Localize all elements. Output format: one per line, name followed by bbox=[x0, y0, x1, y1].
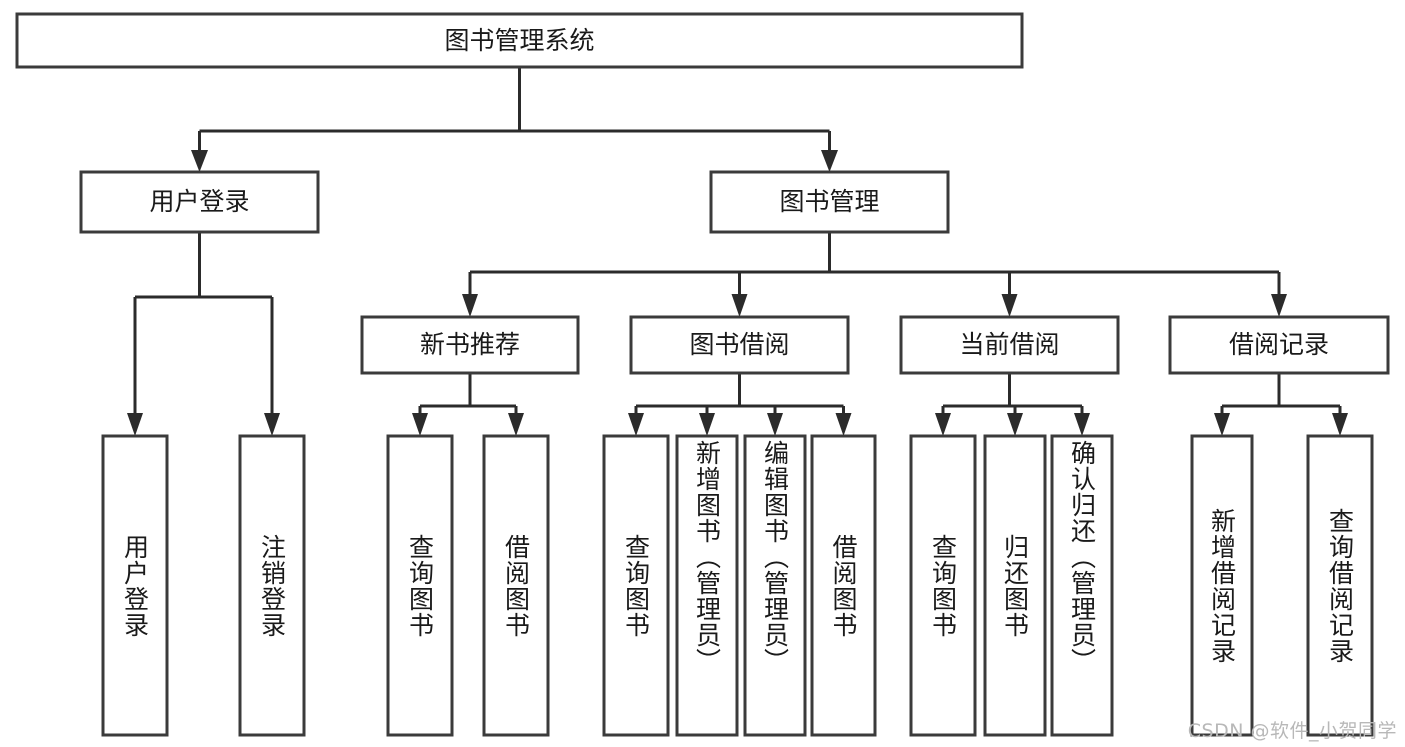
csdn-watermark: CSDN @软件_小贺同学 bbox=[1187, 720, 1397, 742]
arrow-leaf-logout bbox=[264, 413, 280, 436]
arrow-leaf-query-borrow-record bbox=[1332, 413, 1348, 436]
new-book-recommend-label: 新书推荐 bbox=[420, 330, 520, 359]
leaf-borrow-book-recommend-box[interactable] bbox=[482, 434, 550, 737]
book-borrow-label: 图书借阅 bbox=[689, 330, 789, 359]
arrow-leaf-borrow-book-recommend bbox=[508, 413, 524, 436]
borrow-records-label: 借阅记录 bbox=[1229, 330, 1329, 359]
book-management-box bbox=[709, 170, 950, 234]
leaf-query-book-borrow-box[interactable] bbox=[602, 434, 670, 737]
arrow-leaf-query-book-borrow bbox=[628, 413, 644, 436]
leaf-user-login-box[interactable] bbox=[101, 434, 169, 737]
arrow-leaf-edit-book-admin bbox=[767, 413, 783, 436]
leaf-confirm-return-admin-box[interactable] bbox=[1050, 434, 1114, 737]
leaf-return-book-box[interactable] bbox=[983, 434, 1047, 737]
root-box bbox=[15, 12, 1024, 69]
node-book-borrow[interactable]: 图书借阅 bbox=[629, 315, 850, 375]
node-book-management[interactable]: 图书管理 bbox=[709, 170, 950, 234]
node-new-book-recommend[interactable]: 新书推荐 bbox=[360, 315, 580, 375]
leaf-add-borrow-record-box[interactable] bbox=[1190, 434, 1254, 737]
node-current-borrow[interactable]: 当前借阅 bbox=[899, 315, 1120, 375]
current-borrow-label: 当前借阅 bbox=[959, 330, 1059, 359]
arrow-borrow-records bbox=[1271, 294, 1287, 317]
user-login-label: 用户登录 bbox=[149, 187, 249, 216]
leaf-query-book-recommend-box[interactable] bbox=[386, 434, 454, 737]
node-user-login[interactable]: 用户登录 bbox=[79, 170, 320, 234]
arrow-leaf-query-book-current bbox=[935, 413, 951, 436]
arrow-leaf-confirm-return-admin bbox=[1074, 413, 1090, 436]
arrow-book-borrow bbox=[731, 294, 748, 317]
leaf-query-borrow-record-box[interactable] bbox=[1306, 434, 1374, 737]
arrow-leaf-add-borrow-record bbox=[1214, 413, 1230, 436]
root-label: 图书管理系统 bbox=[444, 26, 594, 55]
arrow-leaf-user-login bbox=[127, 413, 143, 436]
node-borrow-records[interactable]: 借阅记录 bbox=[1168, 315, 1390, 375]
leaf-edit-book-admin-box[interactable] bbox=[743, 434, 807, 737]
connectors-group bbox=[127, 67, 1348, 436]
arrow-user-login bbox=[191, 150, 208, 172]
book-borrow-box bbox=[629, 315, 850, 375]
arrow-new-book-recommend bbox=[462, 294, 478, 317]
borrow-records-box bbox=[1168, 315, 1390, 375]
arrow-current-borrow bbox=[1001, 294, 1018, 317]
leaf-boxes-group bbox=[101, 434, 1374, 737]
arrow-leaf-borrow-book bbox=[835, 413, 852, 436]
leaf-add-book-admin-box[interactable] bbox=[675, 434, 739, 737]
node-root[interactable]: 图书管理系统 bbox=[15, 12, 1024, 69]
user-login-box bbox=[79, 170, 320, 234]
leaf-query-book-current-box[interactable] bbox=[909, 434, 977, 737]
arrow-leaf-return-book bbox=[1007, 413, 1023, 436]
new-book-recommend-box bbox=[360, 315, 580, 375]
arrow-leaf-query-book-recommend bbox=[412, 413, 428, 436]
arrow-leaf-add-book-admin bbox=[699, 413, 715, 436]
leaf-borrow-book-box[interactable] bbox=[810, 434, 877, 737]
current-borrow-box bbox=[899, 315, 1120, 375]
leaf-logout-box[interactable] bbox=[238, 434, 306, 737]
book-management-label: 图书管理 bbox=[779, 187, 879, 216]
arrow-book-management bbox=[821, 150, 838, 172]
